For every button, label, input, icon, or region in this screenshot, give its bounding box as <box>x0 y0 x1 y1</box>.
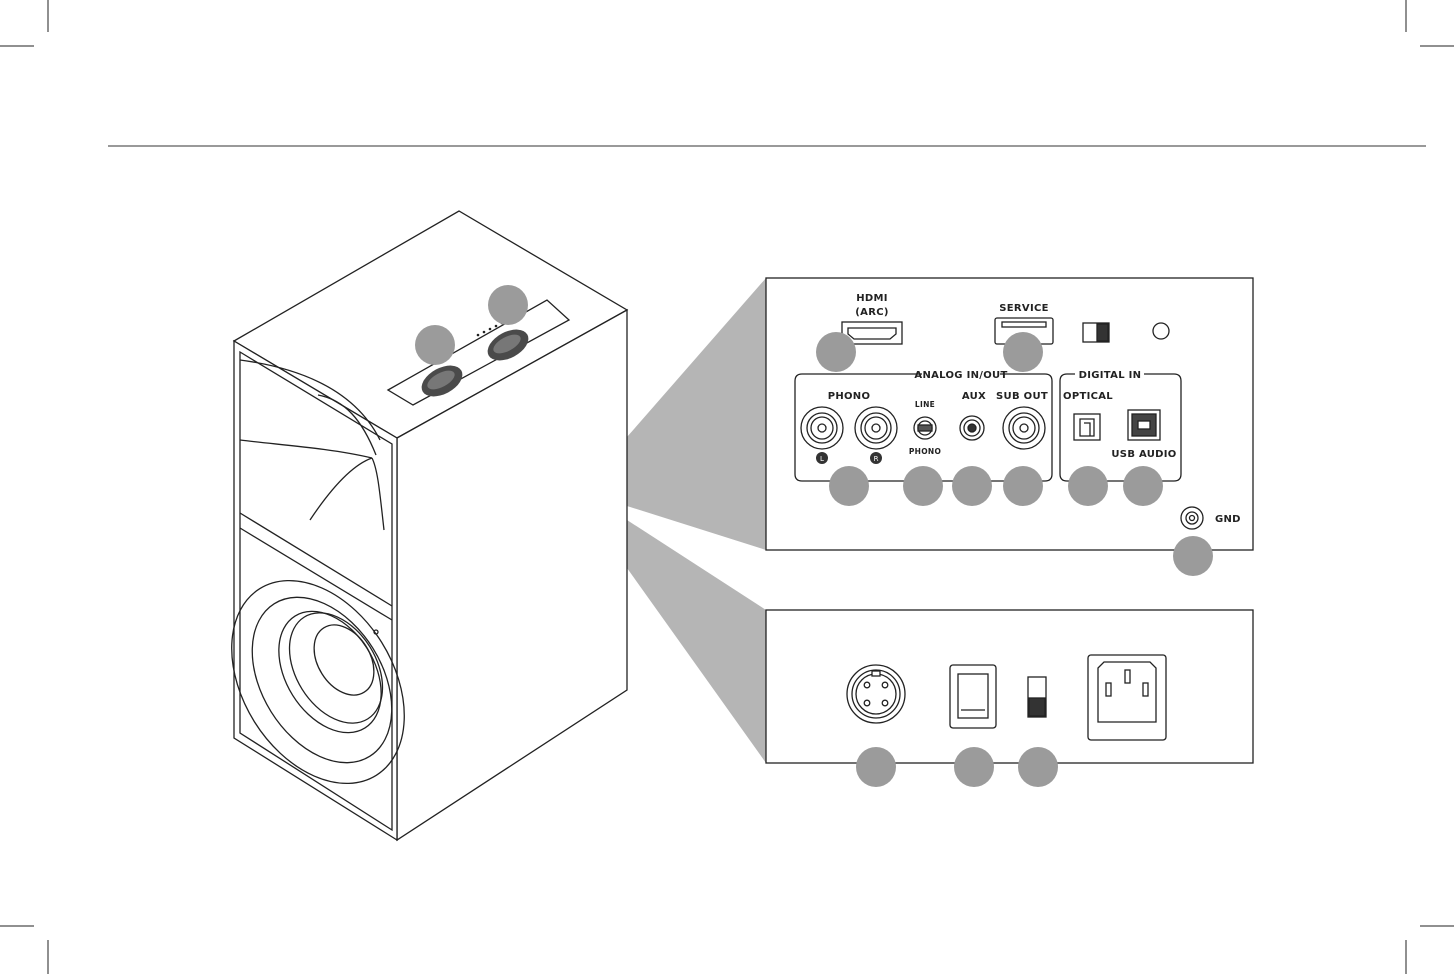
analog-group-label: ANALOG IN/OUT <box>914 370 1007 381</box>
callout-marker <box>856 747 896 787</box>
callout-marker <box>829 466 869 506</box>
zoom-wedge-bottom <box>627 520 766 763</box>
gnd-label: GND <box>1215 514 1241 525</box>
callout-marker <box>415 325 455 365</box>
callout-marker <box>903 466 943 506</box>
callout-marker <box>1003 332 1043 372</box>
callout-marker <box>488 285 528 325</box>
speaker-cabinet <box>196 211 627 840</box>
usb-audio-port[interactable] <box>1128 410 1160 440</box>
service-label: SERVICE <box>999 303 1048 314</box>
aux-label: AUX <box>962 391 986 402</box>
digital-group-label: DIGITAL IN <box>1079 370 1142 381</box>
phono-right-badge-text: R <box>874 455 879 463</box>
optical-label: OPTICAL <box>1063 391 1113 402</box>
hdmi-arc-label: (ARC) <box>855 307 888 318</box>
usb-audio-label: USB AUDIO <box>1111 449 1176 460</box>
sub-out-label: SUB OUT <box>996 391 1048 402</box>
callout-marker <box>1123 466 1163 506</box>
callout-marker <box>816 332 856 372</box>
phono-left-badge-text: L <box>820 455 824 463</box>
hdmi-label: HDMI <box>856 293 888 304</box>
aux-jack[interactable] <box>960 416 984 440</box>
callout-marker <box>1173 536 1213 576</box>
callout-marker <box>1018 747 1058 787</box>
phono-label: PHONO <box>828 391 871 402</box>
callout-marker <box>952 466 992 506</box>
line-label: LINE <box>915 400 935 409</box>
io-panel-detail <box>766 278 1253 550</box>
callout-marker <box>954 747 994 787</box>
power-panel-detail <box>766 610 1253 763</box>
callout-marker <box>1003 466 1043 506</box>
phono-switch-label: PHONO <box>909 447 941 456</box>
callout-marker <box>1068 466 1108 506</box>
zoom-wedge-top <box>627 278 766 550</box>
